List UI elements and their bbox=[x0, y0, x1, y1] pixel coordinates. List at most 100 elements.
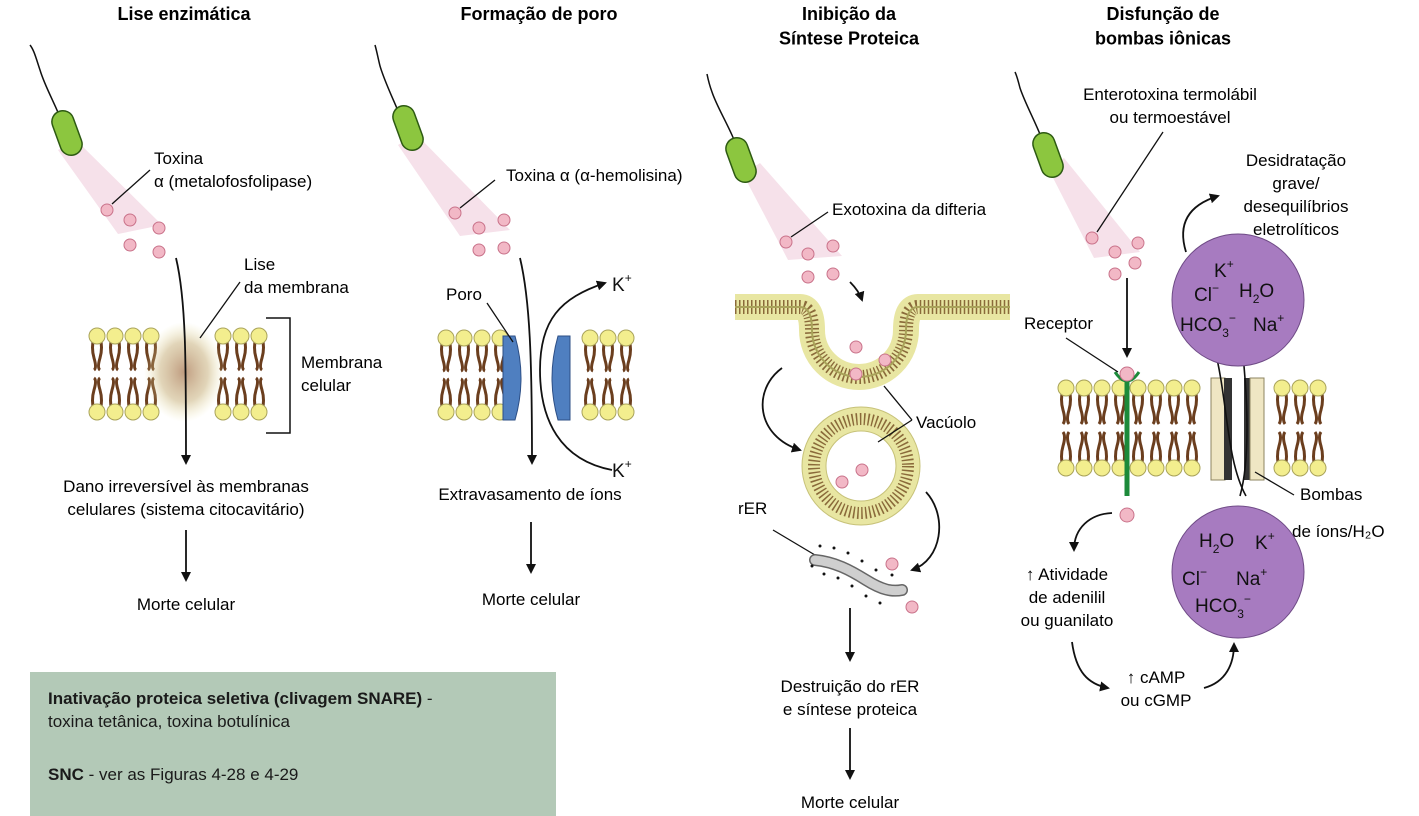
text-line: celulares (sistema citocavitário) bbox=[67, 500, 304, 519]
lipid-head bbox=[88, 403, 106, 421]
arrow-to-pumps bbox=[1203, 642, 1239, 689]
text-line: ↑ cAMP bbox=[1127, 668, 1186, 687]
lipid-head bbox=[1273, 459, 1291, 477]
text-line: Desidratação bbox=[1246, 151, 1346, 170]
lysis-zone bbox=[144, 322, 224, 422]
lysis-pointer bbox=[199, 281, 241, 339]
lipid-head bbox=[617, 403, 635, 421]
panel1-title: Lise enzimática bbox=[117, 4, 251, 24]
panel-protein-synthesis-inhibition: Inibição da Síntese Proteica Exotoxina da… bbox=[706, 4, 1010, 812]
lipid-head bbox=[1057, 459, 1075, 477]
lipid-head bbox=[1075, 379, 1093, 397]
lipid-head bbox=[88, 327, 106, 345]
rer-toxin-molecules bbox=[885, 557, 919, 614]
text-line: bombas iônicas bbox=[1095, 28, 1231, 48]
text-line: Disfunção de bbox=[1106, 4, 1219, 24]
flagellum bbox=[1014, 71, 1048, 153]
lipid-head bbox=[1291, 459, 1309, 477]
text-line: Dano irreversível às membranas bbox=[63, 477, 309, 496]
lipid-head bbox=[106, 403, 124, 421]
text-line: Síntese Proteica bbox=[779, 28, 920, 48]
toxin-release-cone bbox=[398, 134, 510, 236]
receptor-label: Receptor bbox=[1024, 314, 1093, 333]
damage-label: Dano irreversível às membranas celulares … bbox=[63, 477, 309, 519]
lipid-tails bbox=[458, 337, 470, 413]
text-line: ou guanilato bbox=[1021, 611, 1114, 630]
bound-toxin bbox=[1119, 366, 1135, 382]
lipid-tails bbox=[1294, 387, 1306, 469]
membrane-bracket bbox=[266, 317, 291, 434]
lipid-head bbox=[1093, 459, 1111, 477]
ion-k-top: K+ bbox=[612, 271, 632, 296]
lipid-head bbox=[581, 329, 599, 347]
lipid-tails bbox=[109, 335, 121, 413]
note-cns-text: - ver as Figuras 4-28 e 4-29 bbox=[83, 764, 299, 784]
lipid-head bbox=[124, 327, 142, 345]
ion-pump-right bbox=[1249, 377, 1265, 481]
text-line: Enterotoxina termolábil bbox=[1083, 85, 1257, 104]
vacuole-pointer-b bbox=[877, 419, 913, 443]
selective-inactivation-note: Inativação proteica seletiva (clivagem S… bbox=[30, 672, 556, 816]
lipid-tails bbox=[584, 337, 596, 413]
ribosomes bbox=[810, 544, 894, 605]
lipid-tails bbox=[253, 335, 265, 413]
text-line: Destruição do rER bbox=[781, 677, 920, 696]
rough-er-fill bbox=[810, 555, 907, 596]
lipid-head bbox=[1165, 459, 1183, 477]
toxin-label: Exotoxina da difteria bbox=[832, 200, 987, 219]
extracellular-ions-circle bbox=[1171, 233, 1305, 367]
lipid-tails bbox=[1168, 387, 1180, 469]
lipid-head bbox=[1129, 379, 1147, 397]
text-line: Inibição da bbox=[802, 4, 897, 24]
note-heading: Inativação proteica seletiva (clivagem S… bbox=[48, 689, 423, 708]
lipid-tails bbox=[1186, 387, 1198, 469]
lipid-tails bbox=[440, 337, 452, 413]
lipid-head bbox=[1273, 379, 1291, 397]
lipid-tails bbox=[1276, 387, 1288, 469]
text-line: celular bbox=[301, 376, 351, 395]
camp-label: ↑ cAMP ou cGMP bbox=[1121, 668, 1192, 710]
vacuole bbox=[801, 406, 921, 526]
cell-membrane bbox=[1057, 379, 1327, 477]
lipid-head bbox=[473, 403, 491, 421]
text-line: grave/ bbox=[1272, 174, 1320, 193]
toxin-pointer bbox=[1096, 131, 1164, 233]
arrow-to-activity bbox=[1069, 512, 1113, 552]
lipid-tails bbox=[620, 337, 632, 413]
ion-efflux-arrow bbox=[539, 280, 613, 471]
lipid-head bbox=[214, 327, 232, 345]
text-line: Lise enzimática bbox=[117, 4, 251, 24]
lipid-head bbox=[250, 327, 268, 345]
lipid-head bbox=[1075, 459, 1093, 477]
lipid-head bbox=[142, 403, 160, 421]
note-separator: - bbox=[422, 689, 433, 708]
note-cns-heading: SNC bbox=[48, 764, 84, 784]
lipid-head bbox=[455, 403, 473, 421]
pumps-pointer bbox=[1254, 471, 1295, 496]
toxin-molecules bbox=[448, 206, 511, 257]
bacterium bbox=[392, 104, 424, 152]
text-line: ou cGMP bbox=[1121, 691, 1192, 710]
ion-k-bottom: K+ bbox=[612, 457, 632, 482]
text-line: Lise bbox=[244, 255, 275, 274]
toxin-release-cone bbox=[58, 140, 162, 234]
pore-left bbox=[502, 335, 522, 421]
pore-label: Poro bbox=[446, 285, 482, 304]
text-line: Toxina bbox=[154, 149, 204, 168]
bacterium bbox=[51, 109, 83, 157]
arrow-toxin-path bbox=[175, 257, 191, 465]
lipid-tails bbox=[476, 337, 488, 413]
note-line-1: Inativação proteica seletiva (clivagem S… bbox=[48, 688, 538, 711]
bacterium bbox=[725, 136, 757, 184]
toxin-pointer bbox=[790, 211, 829, 238]
vacuole-label: Vacúolo bbox=[916, 413, 976, 432]
cell-membrane bbox=[88, 327, 268, 421]
lipid-head bbox=[232, 403, 250, 421]
lipid-head bbox=[1183, 459, 1201, 477]
arrow-to-rer bbox=[910, 491, 940, 573]
lipid-head bbox=[1093, 379, 1111, 397]
lipid-tails bbox=[1132, 387, 1144, 469]
text-line: ↑ Atividade bbox=[1026, 565, 1108, 584]
